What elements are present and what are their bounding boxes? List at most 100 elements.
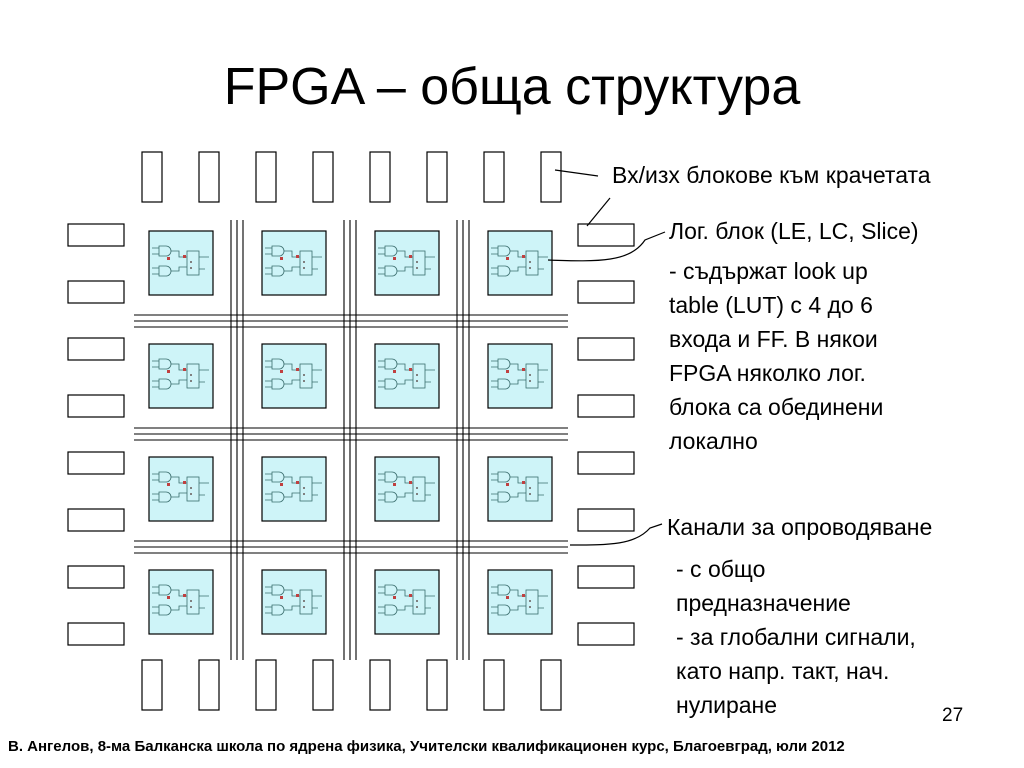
internal-wires [397,476,435,498]
slide-title: FPGA – обща структура [223,58,801,116]
pin-mark [522,368,525,371]
pin-mark [522,255,525,258]
pin-mark [529,380,531,382]
pin-mark [529,600,531,602]
logic-block-body [148,569,214,635]
io-blocks-label: Вх/изх блокове към крачетата [612,162,931,188]
flip-flop [412,589,426,615]
pin-mark [280,596,283,599]
pin-mark [416,600,418,602]
io-block [577,622,635,646]
lut-gate [271,471,285,483]
input-wires [378,473,385,501]
io-block [426,151,448,203]
flip-flop [525,589,539,615]
internal-wires [284,589,322,611]
logic-block-body [374,456,440,522]
logic-block-body [374,569,440,635]
pin-mark [409,255,412,258]
pin-mark [416,261,418,263]
lut-gate [497,265,511,277]
logic-block [148,230,214,296]
logic-block-body [261,569,327,635]
flip-flop [412,250,426,276]
io-block [577,565,635,589]
lut-gate [271,358,285,370]
lut-gate [497,491,511,503]
logic-block [148,569,214,635]
logic-block [487,343,553,409]
lut-gate [497,471,511,483]
callout-io-top [554,169,599,177]
lut-gate [271,245,285,257]
routing-desc-line: - с общо [676,556,766,582]
pin-mark [190,261,192,263]
flip-flop [186,476,200,502]
lut-gate [497,358,511,370]
internal-wires [171,363,209,385]
logic-block-desc-line: локално [669,428,758,454]
flip-flop [525,476,539,502]
logic-block [374,569,440,635]
pin-mark [409,368,412,371]
pin-mark [416,267,418,269]
pin-mark [303,600,305,602]
logic-block [374,456,440,522]
internal-wires [171,589,209,611]
io-block [577,451,635,475]
pin-mark [280,370,283,373]
pin-mark [296,368,299,371]
internal-wires [171,476,209,498]
pin-mark [416,493,418,495]
logic-block-body [487,230,553,296]
io-block [67,394,125,418]
pin-mark [416,374,418,376]
pin-mark [167,257,170,260]
input-wires [265,586,272,614]
callout-routing [569,523,663,546]
io-block [540,659,562,711]
flip-flop [299,250,313,276]
logic-block [148,343,214,409]
logic-block-desc-line: table (LUT) с 4 до 6 [669,292,873,318]
io-block [67,451,125,475]
routing-desc-line: - за глобални сигнали, [676,624,916,650]
pin-mark [167,370,170,373]
pin-mark [393,370,396,373]
pin-mark [280,257,283,260]
pin-mark [303,267,305,269]
input-wires [152,360,159,388]
pin-mark [183,255,186,258]
logic-block-body [148,456,214,522]
logic-block-body [261,230,327,296]
internal-wires [510,589,548,611]
pin-mark [190,606,192,608]
pin-mark [167,483,170,486]
io-blocks-right [577,223,635,646]
pin-mark [190,267,192,269]
pin-mark [409,594,412,597]
input-wires [491,247,498,275]
pin-mark [303,487,305,489]
pin-mark [303,374,305,376]
lut-gate [158,245,172,257]
lut-gate [384,265,398,277]
lut-gate [384,358,398,370]
io-block [312,151,334,203]
internal-wires [171,250,209,272]
pin-mark [409,481,412,484]
io-block [577,394,635,418]
input-wires [491,360,498,388]
pin-mark [303,493,305,495]
pin-mark [167,596,170,599]
lut-gate [384,378,398,390]
lut-gate [158,358,172,370]
io-block [67,337,125,361]
lut-gate [384,604,398,616]
input-wires [265,473,272,501]
logic-block-body [487,569,553,635]
pin-mark [506,370,509,373]
logic-block-label: Лог. блок (LE, LC, Slice) [669,218,919,244]
io-block [67,223,125,247]
logic-block-body [487,456,553,522]
